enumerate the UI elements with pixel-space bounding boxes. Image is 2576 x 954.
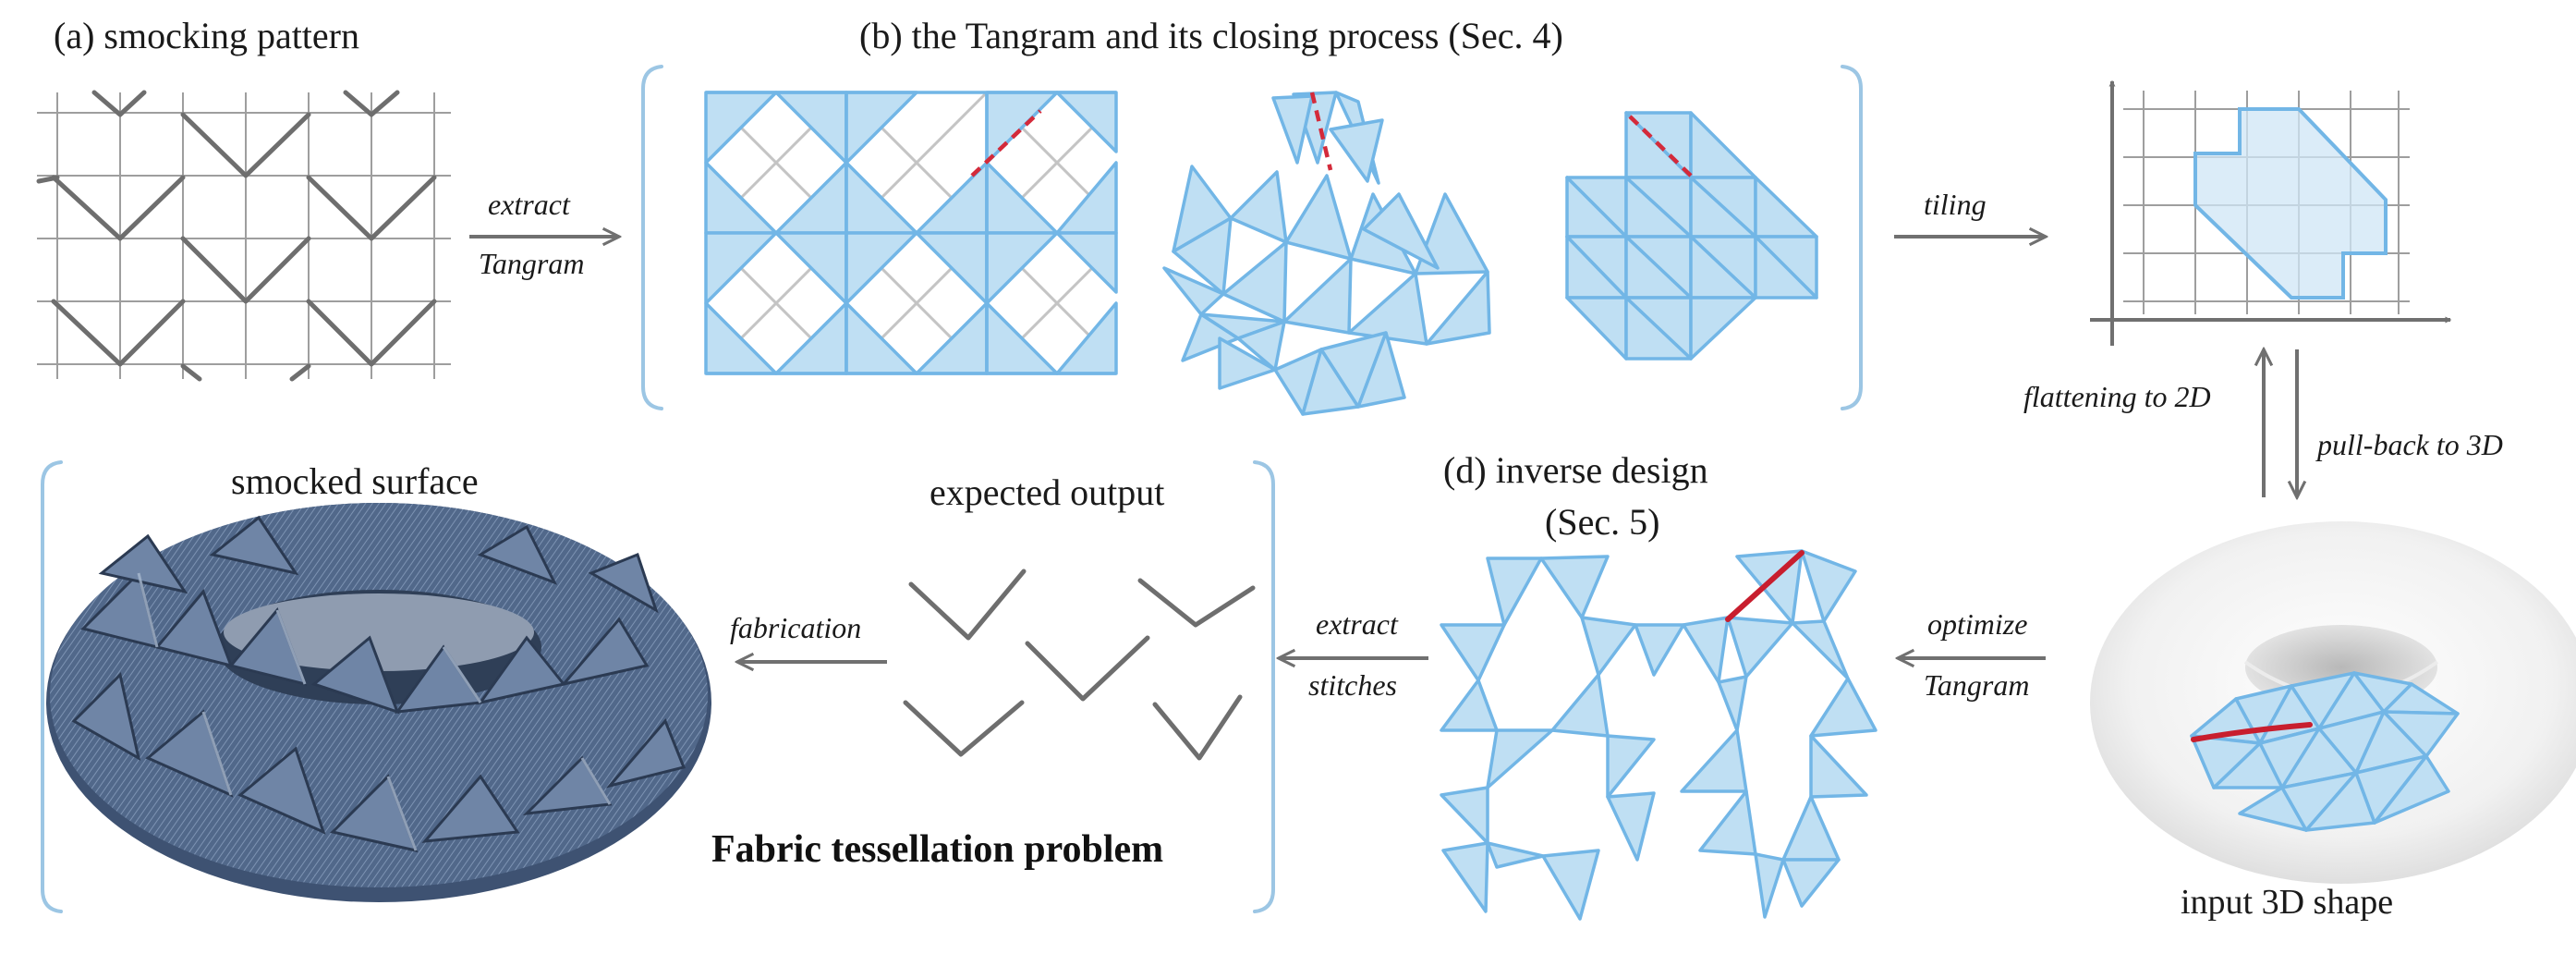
extract-stitches-arrow: extract stitches	[1281, 607, 1428, 702]
flattened-domain-shape	[2193, 107, 2388, 300]
smocking-pattern-panel	[36, 90, 451, 382]
fabrication-arrow: fabrication	[730, 611, 887, 662]
torus-red-stitch	[2191, 722, 2313, 742]
tangram-blue-grid	[706, 91, 1116, 375]
tiling-arrow: tiling	[1894, 188, 2044, 237]
label-extract-2: extract	[1316, 607, 1399, 641]
label-fabrication: fabrication	[730, 611, 861, 644]
label-extract: extract	[488, 188, 571, 221]
label-tiling: tiling	[1924, 188, 1987, 221]
smocking-stitch-lines	[36, 90, 437, 382]
closing-red-stitch	[1309, 92, 1333, 171]
smocked-surface-image	[46, 503, 711, 902]
flatten-pullback-arrows: flattening to 2D pull-back to 3D	[2023, 349, 2503, 497]
smocking-grid	[37, 92, 451, 379]
fabric-problem-bracket	[41, 460, 1275, 913]
label-flattening: flattening to 2D	[2023, 380, 2211, 413]
parameter-domain-panel	[2090, 80, 2452, 346]
label-stitches: stitches	[1308, 668, 1397, 702]
label-tangram: Tangram	[479, 247, 584, 280]
inverse-design-red-stitch	[1725, 550, 1804, 622]
label-optimize-tangram: Tangram	[1924, 668, 2029, 702]
tangram-red-stitch	[970, 109, 1042, 177]
tangram-blue-triangles	[704, 91, 1118, 375]
label-optimize: optimize	[1927, 607, 2027, 641]
expected-output-stitches	[903, 569, 1256, 761]
tangram-closing-panel	[1162, 91, 1491, 416]
extract-tangram-arrow: extract Tangram	[469, 188, 617, 280]
optimize-tangram-arrow: optimize Tangram	[1900, 607, 2046, 702]
caption-input-3d-shape: input 3D shape	[2181, 883, 2393, 922]
caption-inverse-design-sec: (Sec. 5)	[1545, 501, 1659, 543]
tangram-bracket	[641, 65, 1863, 410]
fabric-highlights	[137, 572, 612, 851]
caption-inverse-design: (d) inverse design	[1443, 449, 1708, 491]
caption-fabric-tessellation-problem: Fabric tessellation problem	[711, 828, 1163, 871]
caption-tangram-closing: (b) the Tangram and its closing process …	[859, 15, 1563, 56]
closed-red-stitch	[1628, 115, 1693, 177]
tangram-pattern-panel	[704, 91, 1118, 375]
label-pullback: pull-back to 3D	[2315, 428, 2503, 461]
inverse-design-panel	[1440, 549, 1877, 921]
caption-smocking-pattern: (a) smocking pattern	[54, 15, 359, 56]
input-3d-torus	[2090, 521, 2576, 884]
caption-smocked-surface: smocked surface	[231, 460, 479, 502]
tangram-closed-panel	[1565, 111, 1818, 361]
torus-mesh-patch	[2190, 671, 2460, 832]
caption-expected-output: expected output	[930, 471, 1164, 513]
